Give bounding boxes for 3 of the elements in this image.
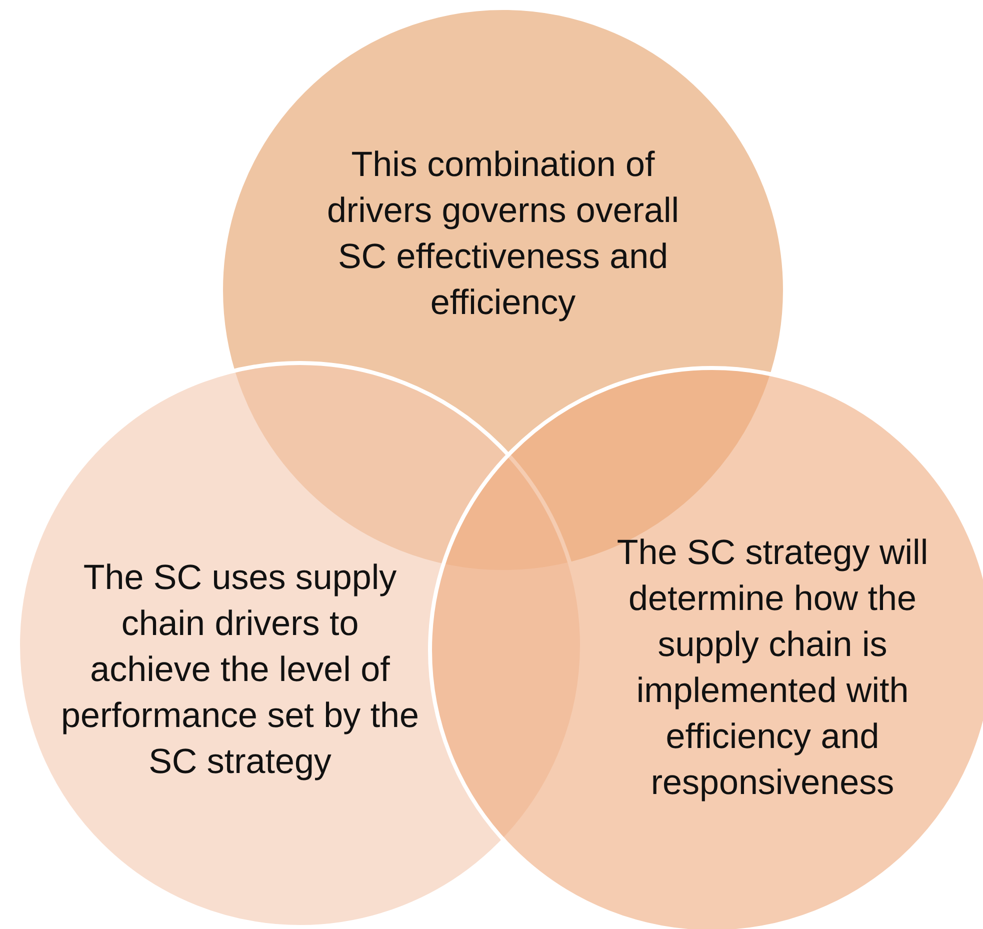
circle-text: The SC strategy will determine how the supply chain is implemented with efficiency and responsiveness	[616, 532, 930, 804]
circle-text: This combination of drivers governs overall SC effectiveness and efficiency	[326, 144, 680, 324]
circle-text: The SC uses supply chain drivers to achieve the level of performance set by the SC strategy	[60, 557, 420, 783]
